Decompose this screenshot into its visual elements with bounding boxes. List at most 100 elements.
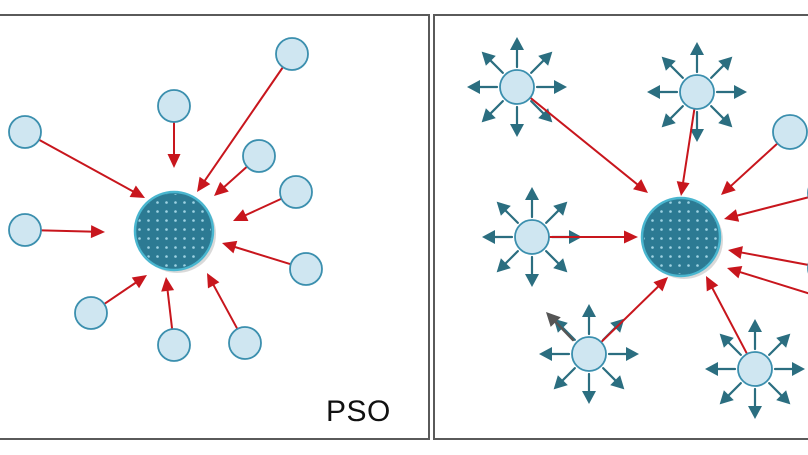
arrowhead-icon: [582, 391, 596, 404]
arrowhead-icon: [197, 176, 211, 192]
search-direction-arrow-shaft: [669, 105, 684, 120]
search-direction-arrow: [496, 250, 519, 273]
right-particle-node-icon: [679, 74, 715, 110]
right-attraction-arrow: [727, 265, 808, 295]
left-particle-node-icon: [279, 175, 313, 209]
search-direction-arrow: [768, 382, 791, 405]
arrowhead-icon: [553, 258, 568, 273]
search-direction-arrow: [582, 372, 596, 404]
search-direction-arrow: [539, 347, 571, 361]
right-particle-node-icon: [737, 351, 773, 387]
arrowhead-icon: [482, 230, 495, 244]
left-attraction-arrow-shaft: [38, 139, 134, 193]
search-direction-arrow: [661, 56, 684, 79]
right-edge-particle-node-icon: [772, 114, 808, 150]
search-direction-arrow: [607, 347, 639, 361]
right-attraction-arrow-shaft: [739, 271, 808, 295]
arrowhead-icon: [496, 258, 511, 273]
search-direction-arrow-shaft: [602, 367, 617, 382]
search-direction-arrow: [710, 105, 733, 128]
arrowhead-icon: [718, 56, 733, 71]
search-direction-arrow: [690, 110, 704, 142]
search-direction-arrow: [525, 187, 539, 219]
search-direction-arrow-shaft: [727, 341, 742, 356]
search-direction-arrow: [467, 80, 499, 94]
search-direction-arrow-shaft: [727, 382, 742, 397]
right-particle-node-icon: [499, 69, 535, 105]
arrowhead-icon: [546, 312, 561, 327]
left-attraction-arrow: [197, 67, 284, 192]
search-direction-arrow-shaft: [504, 209, 519, 224]
search-direction-arrow: [482, 230, 514, 244]
left-attraction-arrow: [167, 122, 181, 168]
arrowhead-icon: [481, 51, 496, 66]
left-attraction-arrow: [214, 166, 248, 196]
left-attraction-arrow: [161, 277, 175, 330]
arrowhead-icon: [792, 362, 805, 376]
search-direction-arrow: [719, 333, 742, 356]
arrowhead-icon: [727, 265, 743, 279]
search-direction-arrow: [481, 100, 504, 123]
search-direction-arrow-shaft: [768, 382, 783, 397]
search-direction-arrow: [535, 80, 567, 94]
arrowhead-icon: [718, 113, 733, 128]
arrowhead-icon: [582, 304, 596, 317]
arrowhead-icon: [719, 390, 734, 405]
arrowhead-icon: [728, 246, 743, 259]
search-direction-arrow-shaft: [710, 64, 725, 79]
search-direction-arrow: [510, 105, 524, 137]
left-attraction-arrow-shaft: [234, 246, 291, 265]
right-attraction-arrow: [600, 277, 668, 343]
search-direction-arrow: [510, 37, 524, 69]
left-attraction-arrow: [207, 273, 238, 330]
right-attraction-arrow-shaft: [682, 108, 696, 184]
right-attraction-arrow-shaft: [711, 287, 748, 355]
left-attraction-arrow-shaft: [104, 281, 137, 305]
arrowhead-icon: [690, 129, 704, 142]
left-attraction-arrow-shaft: [223, 166, 248, 188]
search-direction-arrow: [582, 304, 596, 336]
arrowhead-icon: [233, 209, 249, 222]
left-particle-node-icon: [228, 326, 262, 360]
left-attraction-arrow: [38, 139, 145, 198]
search-direction-arrow: [530, 51, 553, 74]
search-direction-arrow: [768, 333, 791, 356]
left-particle-node-icon: [8, 213, 42, 247]
pso-label: PSO: [326, 395, 391, 428]
search-direction-arrow: [496, 201, 519, 224]
right-attraction-arrow: [721, 143, 778, 195]
arrowhead-icon: [538, 51, 553, 66]
left-attraction-arrow: [40, 225, 105, 239]
right-attraction-arrow: [728, 246, 808, 266]
left-particle-node-icon: [8, 115, 42, 149]
search-direction-arrow: [545, 250, 568, 273]
search-direction-arrow: [545, 201, 568, 224]
left-attraction-arrow-shaft: [40, 229, 93, 233]
right-global-best: [640, 196, 723, 279]
search-direction-arrow: [748, 387, 762, 419]
search-direction-arrow-shaft: [768, 341, 783, 356]
best-dot-texture: [137, 194, 211, 268]
search-direction-arrow: [525, 255, 539, 287]
arrowhead-icon: [610, 375, 625, 390]
search-direction-arrow-shaft: [710, 105, 725, 120]
arrowhead-icon: [719, 333, 734, 348]
search-direction-arrow: [710, 56, 733, 79]
arrowhead-icon: [554, 80, 567, 94]
arrowhead-icon: [776, 333, 791, 348]
selected-move-arrow-shaft: [554, 320, 575, 342]
left-particle-node-icon: [289, 252, 323, 286]
search-direction-arrow: [719, 382, 742, 405]
arrowhead-icon: [647, 85, 660, 99]
arrowhead-icon: [706, 276, 719, 292]
arrowhead-icon: [724, 209, 740, 222]
left-attraction-arrow-shaft: [212, 284, 238, 330]
search-direction-arrow-shaft: [545, 209, 560, 224]
right-particle-node-icon: [571, 336, 607, 372]
arrowhead-icon: [214, 181, 229, 196]
search-direction-arrow-shaft: [561, 367, 576, 382]
right-attraction-arrow: [529, 97, 648, 193]
left-global-best: [133, 190, 216, 273]
search-direction-arrow-shaft: [530, 59, 545, 74]
